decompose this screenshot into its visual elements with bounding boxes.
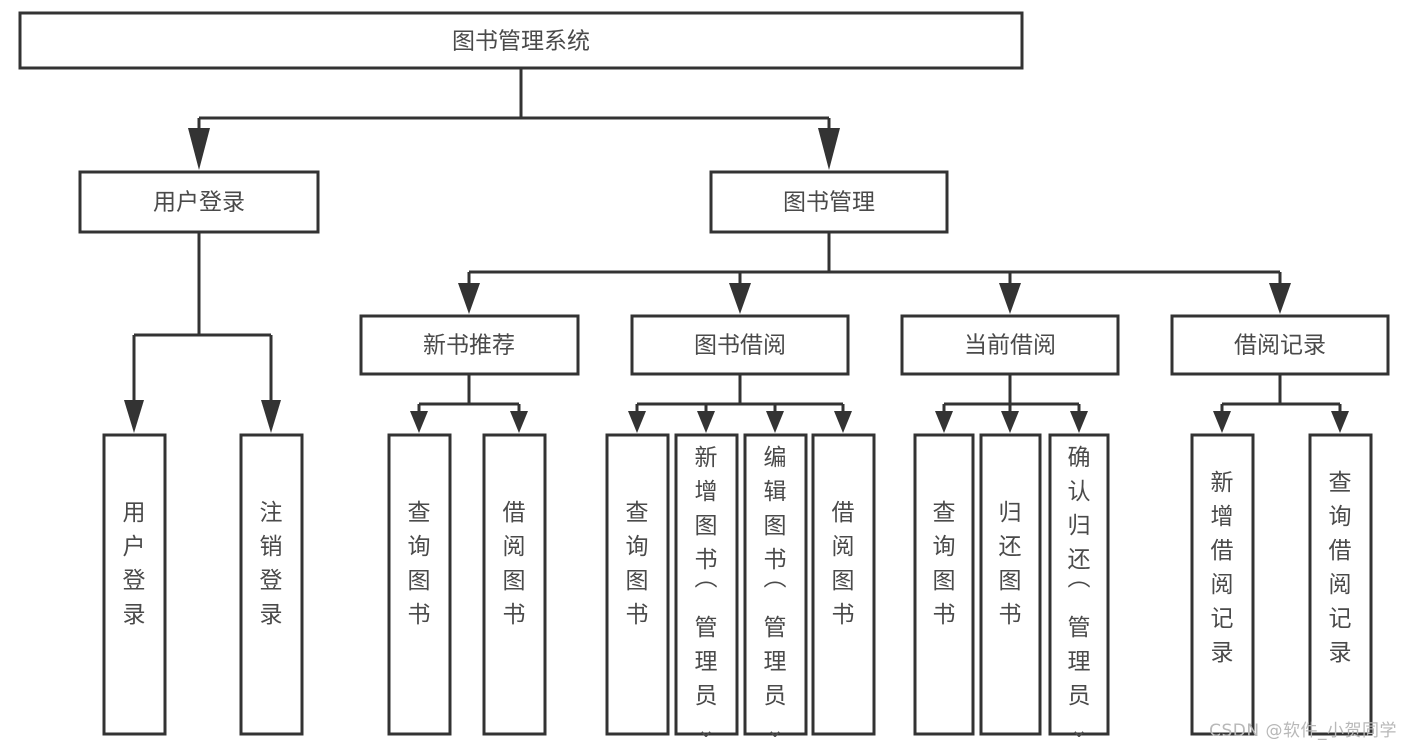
- node-leaf-current-confirm-return[interactable]: 确认归还⌒管理员⌄: [1048, 433, 1110, 743]
- arrowhead-leaf-current-confirm: [1070, 411, 1088, 433]
- node-leaf-user-logout-label: 注销登录: [260, 500, 283, 628]
- node-new-book-recommend[interactable]: 新书推荐: [359, 314, 580, 376]
- node-leaf-borrow-query-book[interactable]: 查询图书: [605, 433, 670, 736]
- node-leaf-current-return-book-box[interactable]: [979, 433, 1042, 736]
- node-current-borrow-label: 当前借阅: [964, 333, 1056, 359]
- node-user-login-label: 用户登录: [153, 190, 245, 216]
- node-leaf-borrow-add-book-box[interactable]: [674, 433, 739, 736]
- node-leaf-record-add[interactable]: 新增借阅记录: [1190, 433, 1255, 736]
- node-leaf-borrow-edit-book-box[interactable]: [743, 433, 808, 736]
- node-leaf-record-add-box[interactable]: [1190, 433, 1255, 736]
- node-layer: 图书管理系统 用户登录 图书管理 新书推荐 图书借阅: [18, 11, 1390, 743]
- node-book-management-label: 图书管理: [783, 190, 875, 216]
- node-book-borrow-label: 图书借阅: [694, 333, 786, 359]
- arrowhead-borrow-record: [1269, 283, 1291, 314]
- arrowhead-leaf-record-add: [1213, 411, 1231, 433]
- arrowhead-book-borrow: [729, 283, 751, 314]
- arrowhead-current-borrow: [999, 283, 1021, 314]
- node-leaf-current-return-book[interactable]: 归还图书: [979, 433, 1042, 736]
- arrowhead-leaf-user-login: [124, 400, 144, 433]
- node-leaf-user-logout[interactable]: 注销登录: [239, 433, 304, 736]
- node-leaf-borrow-query-book-box[interactable]: [605, 433, 670, 736]
- node-book-management[interactable]: 图书管理: [709, 170, 949, 234]
- arrowhead-leaf-borrow-edit: [766, 411, 784, 433]
- node-leaf-current-query-book[interactable]: 查询图书: [913, 433, 975, 736]
- node-borrow-record-label: 借阅记录: [1234, 333, 1326, 359]
- node-leaf-current-query-book-label: 查询图书: [933, 500, 956, 628]
- node-leaf-current-query-book-box[interactable]: [913, 433, 975, 736]
- node-user-login[interactable]: 用户登录: [78, 170, 320, 234]
- node-leaf-recommend-query-book-box[interactable]: [387, 433, 452, 736]
- node-user-login-box[interactable]: [78, 170, 320, 234]
- node-book-borrow[interactable]: 图书借阅: [630, 314, 850, 376]
- arrowhead-leaf-record-query: [1331, 411, 1349, 433]
- node-borrow-record-box[interactable]: [1170, 314, 1390, 376]
- node-root-label: 图书管理系统: [452, 29, 590, 55]
- arrowhead-new-book-recommend: [458, 283, 480, 314]
- arrowhead-leaf-user-logout: [261, 400, 281, 433]
- node-leaf-borrow-query-book-label: 查询图书: [626, 500, 649, 628]
- node-current-borrow[interactable]: 当前借阅: [900, 314, 1120, 376]
- node-leaf-record-add-label: 新增借阅记录: [1211, 470, 1234, 666]
- node-leaf-record-query-label: 查询借阅记录: [1329, 470, 1352, 666]
- node-borrow-record[interactable]: 借阅记录: [1170, 314, 1390, 376]
- node-leaf-current-confirm-return-box[interactable]: [1048, 433, 1110, 736]
- node-leaf-borrow-borrow-book[interactable]: 借阅图书: [811, 433, 876, 736]
- node-leaf-recommend-borrow-book-box[interactable]: [482, 433, 547, 736]
- node-leaf-user-login[interactable]: 用户登录: [102, 433, 167, 736]
- arrowhead-leaf-borrow-borrow: [834, 411, 852, 433]
- node-leaf-recommend-query-book[interactable]: 查询图书: [387, 433, 452, 736]
- node-root[interactable]: 图书管理系统: [18, 11, 1024, 70]
- arrowhead-leaf-recommend-query: [410, 411, 428, 433]
- arrowhead-book-management: [818, 128, 840, 170]
- node-leaf-borrow-add-book[interactable]: 新增图书⌒管理员⌄: [674, 433, 739, 743]
- node-new-book-recommend-label: 新书推荐: [423, 333, 515, 359]
- node-leaf-borrow-borrow-book-label: 借阅图书: [832, 500, 855, 628]
- node-leaf-record-query-box[interactable]: [1308, 433, 1373, 736]
- node-leaf-record-query[interactable]: 查询借阅记录: [1308, 433, 1373, 736]
- node-book-management-box[interactable]: [709, 170, 949, 234]
- arrowhead-leaf-borrow-add: [697, 411, 715, 433]
- arrowhead-leaf-recommend-borrow: [510, 411, 528, 433]
- arrowhead-user-login: [188, 128, 210, 170]
- node-leaf-recommend-query-book-label: 查询图书: [408, 500, 431, 628]
- csdn-watermark: CSDN @软件_小贺同学: [1209, 721, 1397, 741]
- node-leaf-borrow-borrow-book-box[interactable]: [811, 433, 876, 736]
- connector-layer: [132, 68, 1342, 411]
- arrowhead-layer: [124, 128, 1349, 433]
- node-leaf-recommend-borrow-book-label: 借阅图书: [503, 500, 526, 628]
- node-new-book-recommend-box[interactable]: [359, 314, 580, 376]
- node-leaf-current-confirm-return-label: 确认归还⌒管理员⌄: [1068, 445, 1091, 743]
- arrowhead-leaf-current-query: [935, 411, 953, 433]
- node-current-borrow-box[interactable]: [900, 314, 1120, 376]
- node-leaf-recommend-borrow-book[interactable]: 借阅图书: [482, 433, 547, 736]
- node-leaf-current-return-book-label: 归还图书: [999, 500, 1022, 628]
- arrowhead-leaf-borrow-query: [628, 411, 646, 433]
- arrowhead-leaf-current-return: [1001, 411, 1019, 433]
- node-leaf-borrow-edit-book-label: 编辑图书⌒管理员⌄: [764, 445, 787, 743]
- node-leaf-user-login-box[interactable]: [102, 433, 167, 736]
- node-leaf-user-login-label: 用户登录: [123, 500, 146, 628]
- node-book-borrow-box[interactable]: [630, 314, 850, 376]
- node-root-box[interactable]: [18, 11, 1024, 70]
- node-leaf-borrow-add-book-label: 新增图书⌒管理员⌄: [695, 445, 718, 743]
- node-leaf-user-logout-box[interactable]: [239, 433, 304, 736]
- node-leaf-borrow-edit-book[interactable]: 编辑图书⌒管理员⌄: [743, 433, 808, 743]
